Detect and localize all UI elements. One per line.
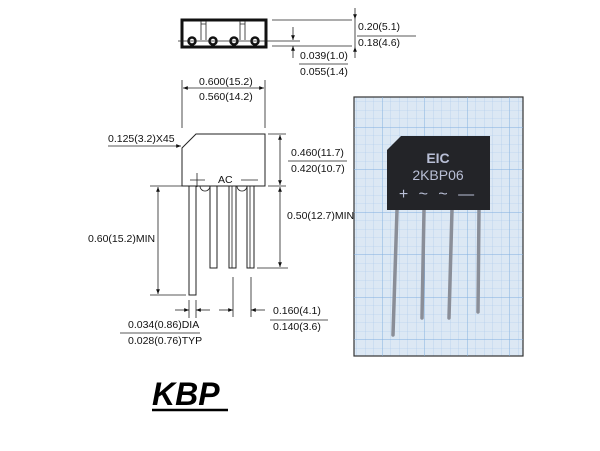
body-height-max: 0.460(11.7) [291,147,344,159]
ac-label: AC [218,174,233,186]
top-height-min: 0.18(4.6) [358,37,400,49]
package-body [181,133,266,187]
top-view-outline [180,18,268,49]
pitch-max: 0.160(4.1) [273,305,321,317]
lead-diameter-max: 0.034(0.86)DIA [128,319,199,331]
chamfer-label: 0.125(3.2)X45 [108,133,175,145]
brand-mark: EIC [426,150,449,166]
top-view: 0.20(5.1) 0.18(4.6) 0.039(1.0) 0.055(1.4… [178,8,416,78]
long-lead-length: 0.60(15.2)MIN [88,233,155,245]
leads [188,185,255,296]
pitch-min: 0.140(3.6) [273,321,321,333]
width-min: 0.560(14.2) [199,91,253,103]
top-height-max: 0.20(5.1) [358,21,400,33]
top-gap-max: 0.055(1.4) [300,66,348,78]
package-title: KBP [152,376,220,412]
front-view: 0.600(15.2) 0.560(14.2) 0.125(3.2)X45 AC… [88,76,354,347]
pin-marks: + ~ ~ — [399,186,477,203]
width-max: 0.600(15.2) [199,76,253,88]
body-height-min: 0.420(10.7) [291,163,345,175]
photo-body [387,136,490,210]
top-gap-min: 0.039(1.0) [300,50,348,62]
photo-leads [391,208,481,337]
lead-diameter-min: 0.028(0.76)TYP [128,335,202,347]
short-lead-length: 0.50(12.7)MIN [287,210,354,222]
component-photo: EIC 2KBP06 + ~ ~ — [353,96,524,357]
part-number: 2KBP06 [412,167,464,183]
